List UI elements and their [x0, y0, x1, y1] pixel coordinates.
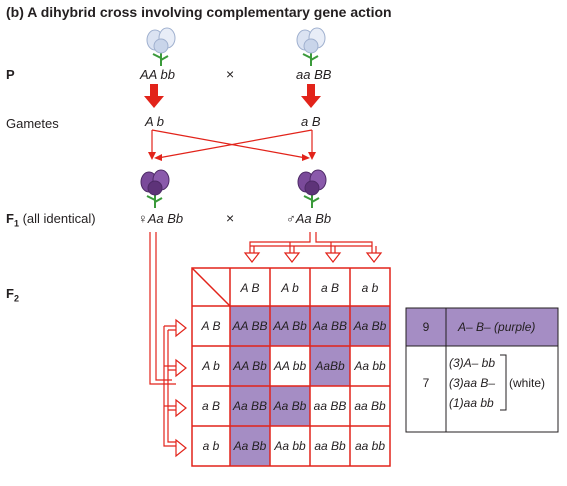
f2-generation-label: F2	[6, 286, 19, 304]
white-genotype-line: (1)aa bb	[449, 396, 494, 410]
gamete-left: A b	[145, 114, 165, 129]
purple-flower-icon	[297, 169, 327, 208]
punnett-cell: AA Bb	[233, 359, 267, 373]
f1-male: ♂Aa Bb	[286, 211, 332, 226]
punnett-cell: Aa Bb	[273, 399, 307, 413]
white-phenotype: (white)	[509, 376, 546, 390]
punnett-cell: aa Bb	[314, 439, 346, 453]
f1-cross-symbol: ×	[226, 210, 235, 226]
punnett-cell: Aa bb	[354, 359, 386, 373]
gametes-label: Gametes	[6, 116, 59, 131]
row-header: A B	[201, 319, 221, 333]
column-header: a B	[320, 281, 339, 295]
purple-count: 9	[422, 320, 430, 334]
white-genotype-line: (3)aa B–	[449, 376, 496, 390]
punnett-cell: Aa BB	[312, 319, 348, 333]
female-gamete-arrowheads	[175, 318, 187, 458]
white-flower-icon	[146, 27, 176, 66]
ratio-table-graphics	[405, 307, 559, 433]
down-arrow-icon	[301, 84, 321, 108]
white-genotype-line: (3)A– bb	[449, 356, 496, 370]
punnett-cell: AaBb	[315, 359, 345, 373]
column-header: A B	[240, 281, 260, 295]
male-symbol-icon: ♂	[286, 211, 296, 226]
punnett-cell: Aa bb	[274, 439, 306, 453]
row-header: a b	[202, 439, 220, 453]
column-header: a b	[361, 281, 379, 295]
row-header: a B	[201, 399, 220, 413]
parent-right-genotype: aa BB	[296, 67, 332, 82]
male-gamete-arrows	[243, 232, 383, 263]
white-flower-icon	[296, 27, 326, 66]
punnett-cell: Aa Bb	[233, 439, 267, 453]
p-generation-label: P	[6, 67, 15, 82]
figure-title: (b) A dihybrid cross involving complemen…	[6, 4, 392, 20]
f1-female: ♀Aa Bb	[138, 211, 184, 226]
punnett-cell: AA bb	[273, 359, 307, 373]
gamete-right: a B	[301, 114, 321, 129]
down-arrow-icon	[144, 84, 164, 108]
punnett-cell: aa Bb	[354, 399, 386, 413]
punnett-square-grid	[191, 267, 391, 467]
punnett-cell: Aa Bb	[353, 319, 387, 333]
parent-cross-symbol: ×	[226, 66, 235, 82]
fusion-arrowheads	[148, 152, 316, 161]
female-symbol-icon: ♀	[138, 211, 148, 226]
punnett-cell: aa bb	[354, 439, 386, 453]
purple-flower-icon	[140, 169, 170, 208]
column-header: A b	[281, 281, 299, 295]
gamete-fusion-lines	[151, 129, 313, 159]
purple-phenotype: A– B– (purple)	[458, 320, 536, 334]
row-header: A b	[202, 359, 220, 373]
punnett-cell: aa BB	[313, 399, 347, 413]
f1-generation-label: F1 (all identical)	[6, 211, 96, 229]
female-gamete-arrows	[149, 232, 176, 447]
punnett-cell: AA BB	[232, 319, 268, 333]
punnett-cell: AA Bb	[273, 319, 307, 333]
punnett-cell: Aa BB	[232, 399, 268, 413]
parent-left-genotype: AA bb	[140, 67, 175, 82]
white-count: 7	[422, 376, 430, 390]
